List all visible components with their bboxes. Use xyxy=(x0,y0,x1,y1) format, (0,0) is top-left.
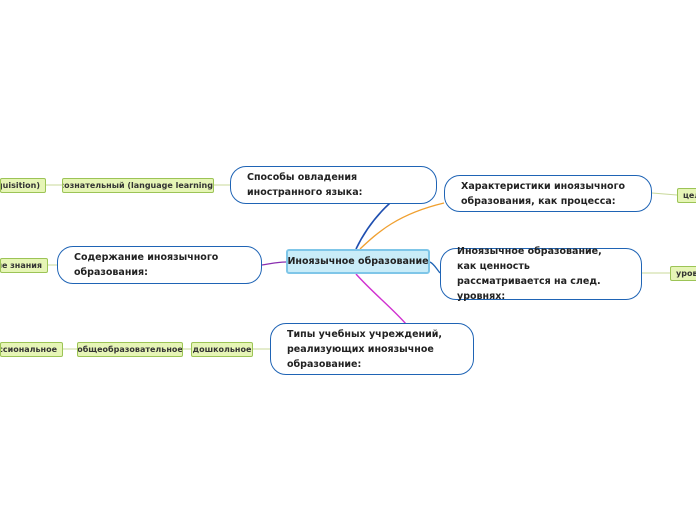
leaf-preschool-label: дошкольное xyxy=(192,345,252,354)
leaf-general-label: общеобразовательное xyxy=(77,345,183,354)
topic-methods-label: Способы овладения иностранного языка: xyxy=(247,172,363,198)
leaf-goal-label: цел xyxy=(683,191,696,200)
link-content xyxy=(261,261,287,266)
leaf-acquisition-label: cquisition) xyxy=(1,181,40,190)
topic-institutions-label: Типы учебных учреждений, реализующих ино… xyxy=(287,328,442,370)
leaf-levels[interactable]: уров xyxy=(670,266,696,281)
topic-value-label: Иноязычное образование, как ценность рас… xyxy=(457,246,602,302)
topic-institutions[interactable]: Типы учебных учреждений, реализующих ино… xyxy=(270,323,474,375)
link-value xyxy=(429,261,441,274)
topic-methods[interactable]: Способы овладения иностранного языка: xyxy=(230,166,437,204)
leaf-conscious[interactable]: сознательный (language learning) xyxy=(62,178,214,193)
topic-characteristics-label: Характеристики иноязычного образования, … xyxy=(461,180,626,207)
topic-value[interactable]: Иноязычное образование, как ценность рас… xyxy=(440,246,642,302)
leaf-levels-label: уров xyxy=(676,269,696,278)
topic-characteristics[interactable]: Характеристики иноязычного образования, … xyxy=(444,175,652,212)
leaf-conscious-label: сознательный (language learning) xyxy=(62,181,214,190)
leaf-acquisition[interactable]: cquisition) xyxy=(0,178,46,193)
leaf-professional[interactable]: ессиональное xyxy=(0,342,63,357)
link-characteristics xyxy=(359,202,445,250)
leaf-knowledge-label: ые знания xyxy=(1,261,42,270)
leaf-knowledge[interactable]: ые знания xyxy=(0,258,48,273)
topic-content[interactable]: Содержание иноязычного образования: xyxy=(57,246,262,284)
link-methods xyxy=(355,202,391,250)
leaf-link-goal xyxy=(651,192,678,196)
link-institutions xyxy=(355,273,407,325)
topic-content-label: Содержание иноязычного образования: xyxy=(74,252,219,278)
central-topic[interactable]: Иноязычное образование xyxy=(286,249,430,274)
leaf-goal[interactable]: цел xyxy=(677,188,696,203)
leaf-professional-label: ессиональное xyxy=(1,345,57,354)
leaf-general[interactable]: общеобразовательное xyxy=(77,342,183,357)
leaf-preschool[interactable]: дошкольное xyxy=(191,342,253,357)
